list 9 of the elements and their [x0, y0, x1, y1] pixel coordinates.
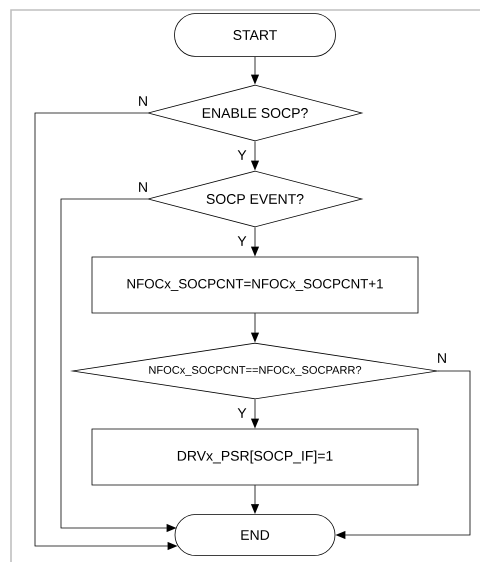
edge-label: Y: [236, 148, 248, 162]
edge-label: Y: [236, 406, 248, 420]
process-box: DRVx_PSR[SOCP_IF]=1: [92, 428, 418, 486]
process-box: NFOCx_SOCPCNT=NFOCx_SOCPCNT+1: [92, 256, 418, 314]
edge-label: N: [136, 180, 150, 194]
terminal-box: END: [174, 514, 336, 556]
edge-label: N: [136, 94, 150, 108]
terminal-box: START: [174, 13, 336, 57]
edge-label: Y: [236, 234, 248, 248]
